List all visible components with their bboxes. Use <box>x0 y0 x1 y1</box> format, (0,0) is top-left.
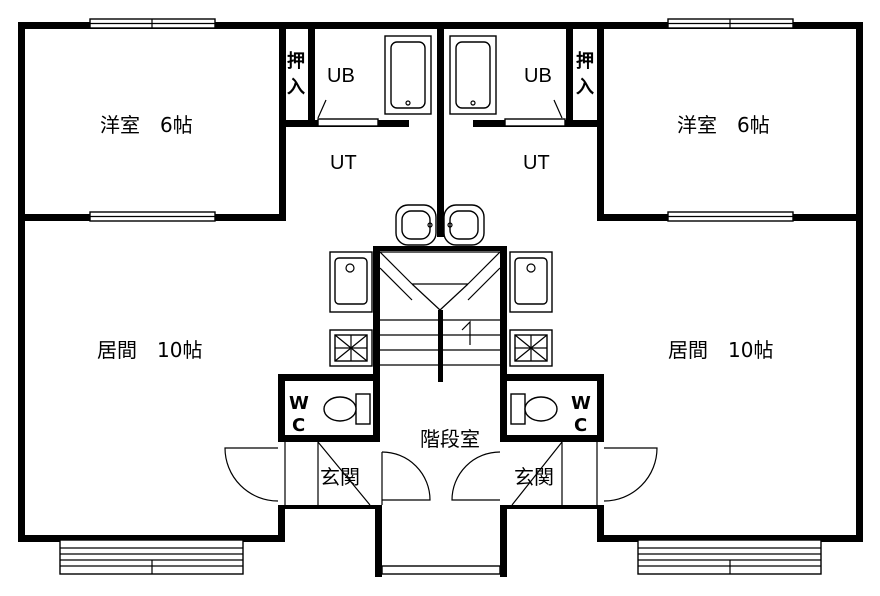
room-label-ut-right: UT <box>523 152 550 174</box>
room-label-living-left: 居間 10帖 <box>97 338 202 362</box>
toilet-icon <box>510 393 558 425</box>
fixtures <box>323 35 558 425</box>
stairwell-label: 階段室 <box>420 427 480 451</box>
closet-label-bottom-right: 入 <box>576 77 594 98</box>
wc-label-top-right: W <box>571 393 591 414</box>
wc-label-bottom-left: C <box>292 415 305 436</box>
room-label-western-right: 洋室 6帖 <box>677 113 770 137</box>
entrance-label-left: 玄関 <box>320 465 360 489</box>
room-label-ub-left: UB <box>327 65 355 87</box>
wc-label-top-left: W <box>289 393 309 414</box>
windows <box>59 18 822 575</box>
wc-label-bottom-right: C <box>574 415 587 436</box>
entrance-label-right: 玄関 <box>514 465 554 489</box>
toilet-icon <box>323 393 371 425</box>
closet-label-top-left: 押 <box>287 50 305 72</box>
closet-label-top-right: 押 <box>576 50 594 72</box>
staircase <box>379 251 501 366</box>
room-labels: 洋室 6帖 洋室 6帖 居間 10帖 居間 10帖 UB UB UT UT 押 … <box>97 50 773 489</box>
room-label-ub-right: UB <box>524 65 552 87</box>
walls <box>18 22 863 577</box>
room-label-ut-left: UT <box>330 152 357 174</box>
closet-label-bottom-left: 入 <box>287 77 305 98</box>
doors <box>224 99 658 506</box>
room-label-living-right: 居間 10帖 <box>668 338 773 362</box>
room-label-western-left: 洋室 6帖 <box>100 113 193 137</box>
